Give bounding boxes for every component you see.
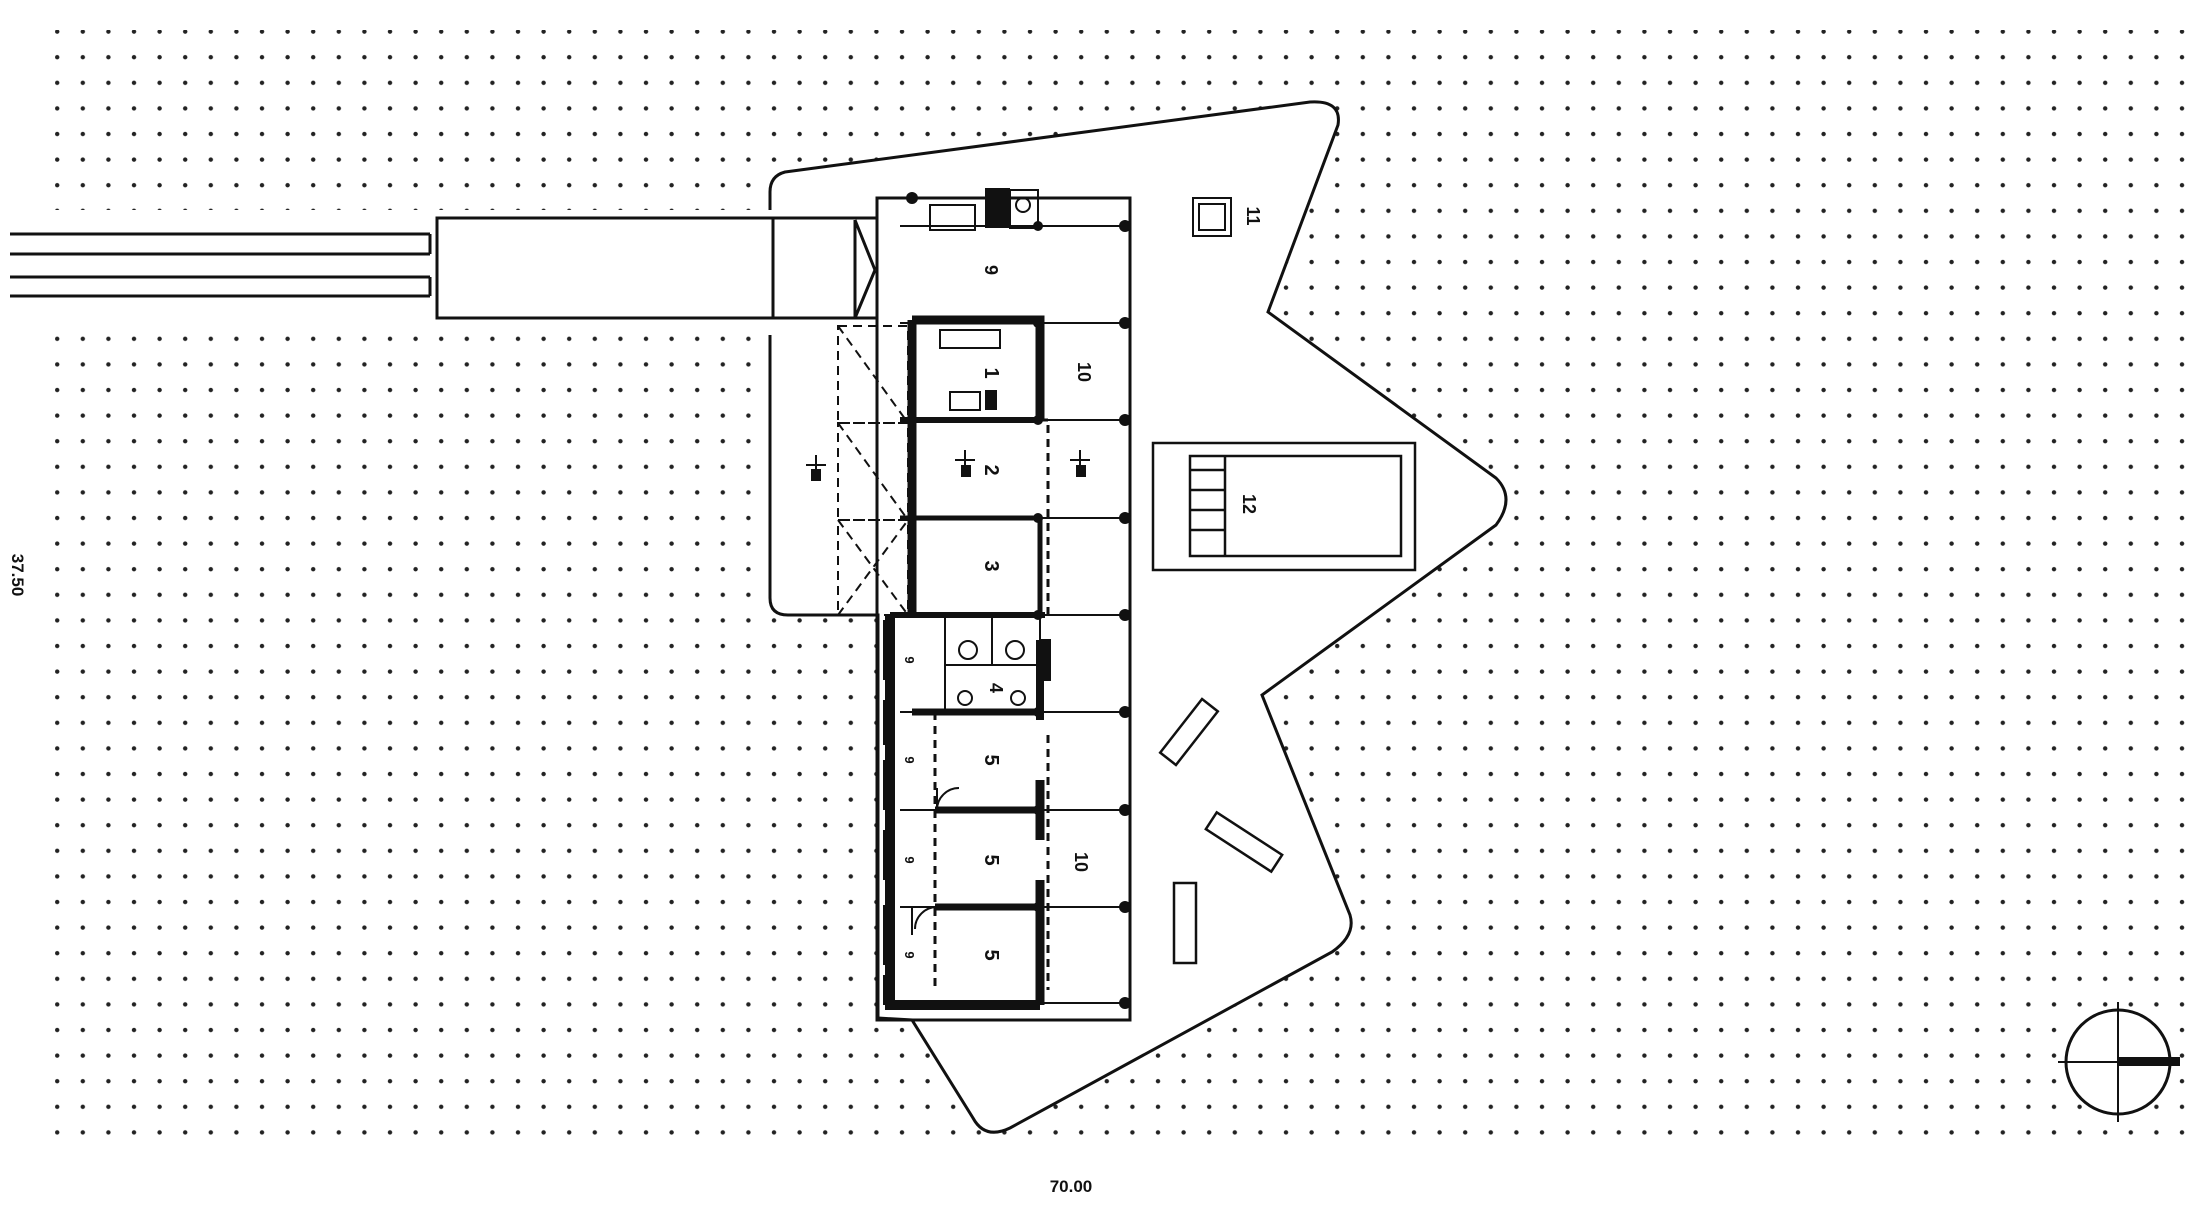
room-labels: 1 2 3 4 5 5 5 9 9 9 9 9 10 10 11 12 xyxy=(902,206,1263,960)
site-platform-outline xyxy=(768,100,1508,1134)
benches xyxy=(1158,697,1284,965)
north-arrow-icon xyxy=(2058,1002,2180,1122)
dimension-width-label: 70.00 xyxy=(1050,1177,1093,1196)
room-label-2: 2 xyxy=(980,464,1002,475)
room-label-3: 3 xyxy=(980,560,1002,571)
room-label-5b: 5 xyxy=(980,854,1002,865)
room-label-12: 12 xyxy=(1239,494,1259,514)
room-label-9-c: 9 xyxy=(902,856,917,863)
feature-11-square xyxy=(1192,197,1232,237)
west-wall-segments xyxy=(883,620,893,1005)
pool-12 xyxy=(1151,441,1417,572)
room-label-10-top: 10 xyxy=(1074,362,1094,382)
room-label-9-b: 9 xyxy=(902,756,917,763)
access-road xyxy=(10,232,432,298)
room-label-4: 4 xyxy=(986,683,1006,693)
dimension-height-label: 37.50 xyxy=(8,554,27,597)
room-label-10-bottom: 10 xyxy=(1071,852,1091,872)
room-label-5a: 5 xyxy=(980,754,1002,765)
room-label-11: 11 xyxy=(1243,206,1263,225)
room-label-9-top: 9 xyxy=(981,265,1001,275)
bathroom-fixtures xyxy=(944,614,1051,711)
room-label-9-a: 9 xyxy=(902,656,917,663)
room-label-1: 1 xyxy=(980,367,1002,378)
west-awnings xyxy=(837,325,909,616)
room-label-9-d: 9 xyxy=(902,951,917,958)
door-swings xyxy=(911,787,960,935)
room-label-5c: 5 xyxy=(980,949,1002,960)
level-marker-icon xyxy=(806,450,1090,481)
kitchen-fixtures xyxy=(929,188,1039,411)
